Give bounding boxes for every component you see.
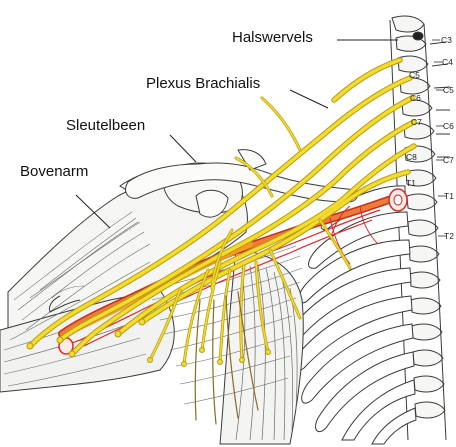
vertebra-label-c7: C7 [443, 155, 454, 165]
vertebra-label-c5: C5 [443, 85, 454, 95]
label-sleutelbeen: Sleutelbeen [66, 117, 145, 134]
leader-line-sleutelbeen [170, 135, 196, 162]
nerve-root-label-c8: C8 [406, 152, 417, 162]
nerve-root-label-c5: C5 [409, 70, 420, 80]
vertebra-label-c4: C4 [442, 57, 453, 67]
nerve-root-label-c7: C7 [411, 117, 422, 127]
vertebra-label-c6: C6 [443, 121, 454, 131]
vertebra-label-t2: T2 [444, 231, 454, 241]
label-bovenarm: Bovenarm [20, 163, 88, 180]
vertebra-label-c3: C3 [441, 35, 452, 45]
nerve-root-label-t1: T1 [406, 178, 416, 188]
vertebra-label-t1: T1 [444, 191, 454, 201]
label-plexus-brachialis: Plexus Brachialis [146, 75, 260, 92]
label-halswervels: Halswervels [232, 29, 313, 46]
scapula-and-back-muscles [220, 250, 303, 444]
nerve-root-label-c6: C6 [410, 93, 421, 103]
leader-line-plexus-brachialis [290, 90, 328, 108]
vertebral-column [390, 16, 450, 440]
